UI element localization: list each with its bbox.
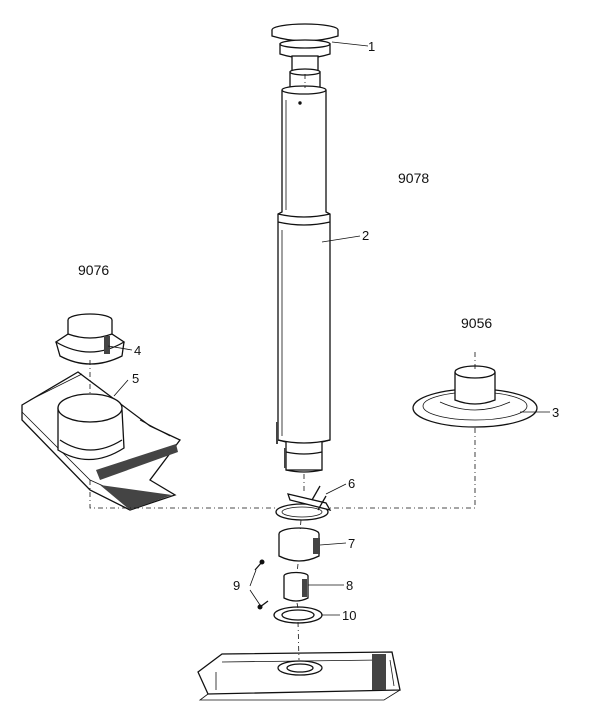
label-part-3: 3 [552, 405, 559, 420]
assembly-lines [89, 428, 476, 509]
ref-main-assembly: 9078 [398, 170, 429, 186]
label-part-5: 5 [132, 371, 139, 386]
part-9-screws [254, 559, 269, 610]
part-8-small-sleeve [283, 571, 309, 602]
part-5-roof-flashing [21, 371, 182, 511]
label-part-1: 1 [368, 39, 375, 54]
part-7-sleeve [278, 527, 320, 562]
part-3-flat-flashing [412, 365, 538, 428]
label-part-9: 9 [233, 578, 240, 593]
ref-flat-flashing: 9056 [461, 315, 492, 331]
ref-roof-kit: 9076 [78, 262, 109, 278]
label-part-4: 4 [134, 343, 141, 358]
part-4-collar [54, 313, 126, 365]
label-part-6: 6 [348, 476, 355, 491]
leader-lines [107, 41, 550, 616]
part-1-cap [271, 23, 339, 89]
part-6-clamp-ring [275, 485, 332, 521]
label-part-8: 8 [346, 578, 353, 593]
part-2-pipe [276, 85, 331, 473]
label-part-2: 2 [362, 228, 369, 243]
center-axis [89, 74, 476, 661]
base-plate [197, 651, 401, 701]
label-part-7: 7 [348, 536, 355, 551]
part-10-gasket [273, 606, 323, 624]
label-part-10: 10 [342, 608, 356, 623]
